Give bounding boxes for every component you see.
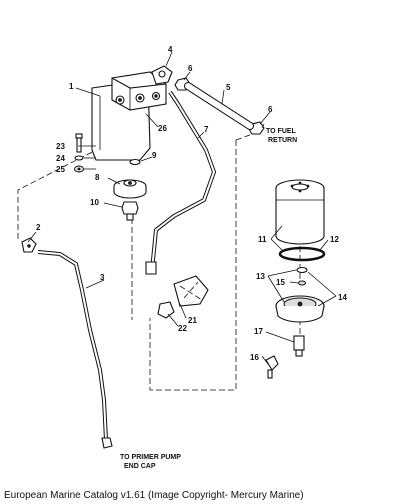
drain-fitting bbox=[265, 355, 279, 379]
filter-element bbox=[275, 179, 325, 245]
part-number-21: 21 bbox=[188, 316, 197, 325]
part-number-5: 5 bbox=[226, 83, 231, 92]
part-number-15: 15 bbox=[276, 278, 285, 287]
part-number-22: 22 bbox=[178, 324, 187, 333]
part-number-17: 17 bbox=[254, 327, 263, 336]
mounting-bolt bbox=[75, 133, 83, 153]
callout-primer-pump-line1: TO PRIMER PUMP bbox=[120, 454, 181, 461]
filter-bowl bbox=[275, 295, 325, 323]
return-hose bbox=[184, 82, 254, 130]
drain-valve bbox=[293, 335, 305, 357]
leader-lines bbox=[27, 51, 337, 365]
part-number-10: 10 bbox=[90, 198, 99, 207]
part-number-6-upper: 6 bbox=[188, 64, 193, 73]
callout-fuel-return-line1: TO FUEL bbox=[266, 128, 297, 135]
part-number-labels: 1 2 3 4 5 6 6 7 8 9 10 11 12 13 14 15 16… bbox=[36, 45, 347, 362]
part-number-13: 13 bbox=[256, 272, 265, 281]
filter-head-bracket bbox=[91, 71, 167, 161]
o-ring-small bbox=[129, 158, 141, 166]
part-number-7: 7 bbox=[204, 125, 209, 134]
elbow-fitting bbox=[151, 65, 173, 85]
callout-fuel-return-line2: RETURN bbox=[268, 137, 297, 144]
part-number-23: 23 bbox=[56, 142, 65, 151]
part-number-14: 14 bbox=[338, 293, 347, 302]
callout-primer-pump-line2: END CAP bbox=[124, 463, 156, 470]
part-number-1: 1 bbox=[69, 82, 74, 91]
part-number-3: 3 bbox=[100, 273, 105, 282]
o-ring-large bbox=[278, 246, 326, 262]
fuel-line-tube bbox=[145, 90, 216, 275]
hex-nut bbox=[74, 165, 84, 173]
image-caption: European Marine Catalog v1.61 (Image Cop… bbox=[4, 490, 304, 501]
adapter-fitting bbox=[121, 201, 139, 221]
part-number-24: 24 bbox=[56, 154, 65, 163]
part-number-11: 11 bbox=[258, 235, 267, 244]
filter-adapter bbox=[113, 179, 147, 199]
fuel-pump-fitting bbox=[173, 275, 209, 307]
part-number-25: 25 bbox=[56, 165, 65, 174]
callout-primer-pump: TO PRIMER PUMP END CAP bbox=[120, 454, 181, 470]
part-number-8: 8 bbox=[95, 173, 100, 182]
drain-washer bbox=[298, 280, 306, 286]
part-number-12: 12 bbox=[330, 235, 339, 244]
lock-washer bbox=[74, 155, 84, 161]
part-number-6-lower: 6 bbox=[268, 105, 273, 114]
callout-fuel-return: TO FUEL RETURN bbox=[266, 128, 297, 144]
part-number-9: 9 bbox=[152, 151, 157, 160]
part-number-4: 4 bbox=[168, 45, 173, 54]
inlet-fitting bbox=[21, 237, 37, 253]
part-number-26: 26 bbox=[158, 124, 167, 133]
part-number-2: 2 bbox=[36, 223, 41, 232]
drain-seal bbox=[296, 266, 308, 274]
primer-pump-fuel-line bbox=[37, 250, 113, 449]
part-number-16: 16 bbox=[250, 353, 259, 362]
fitting-connector bbox=[157, 301, 175, 319]
